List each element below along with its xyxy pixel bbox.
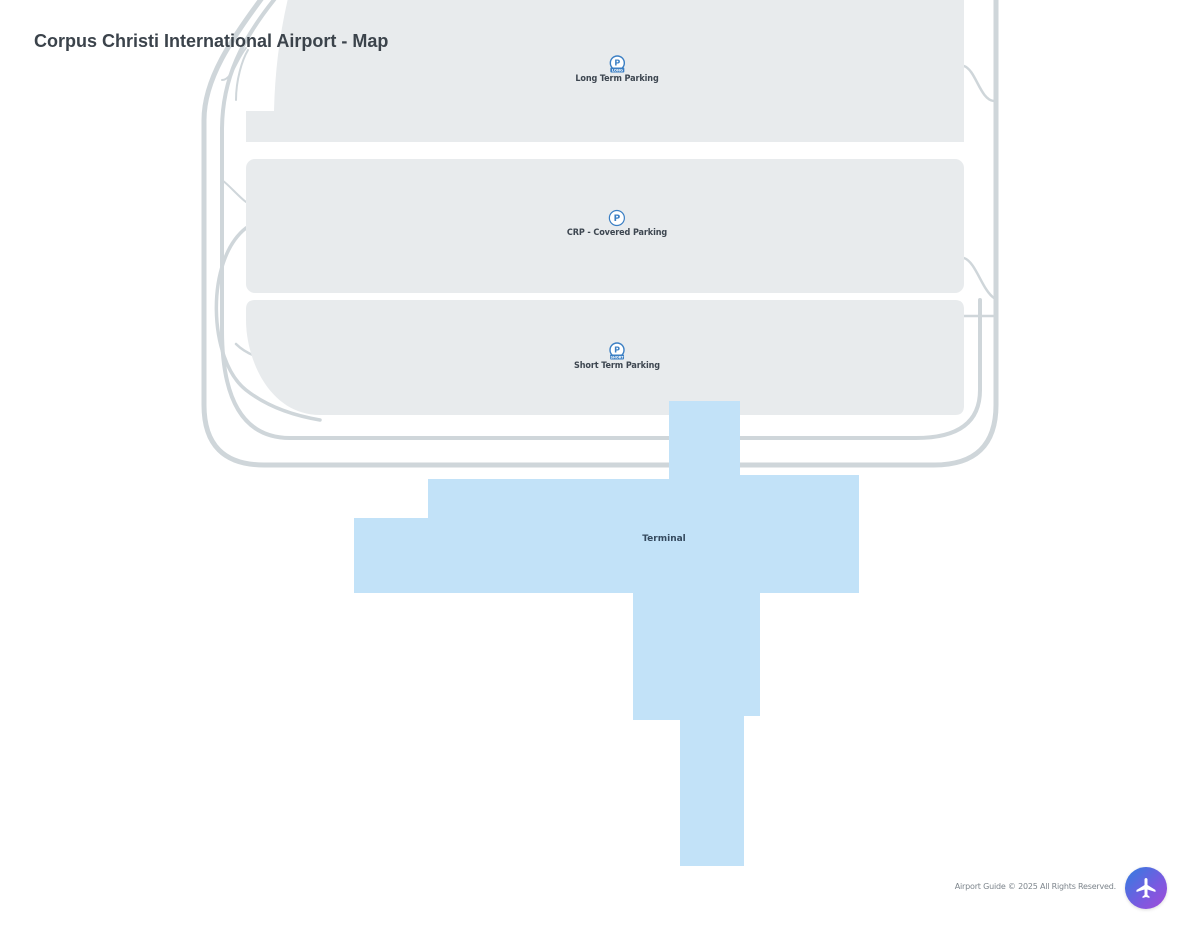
svg-text:SHORT: SHORT — [611, 356, 625, 360]
poi-label: Short Term Parking — [574, 361, 660, 371]
poi-label: CRP - Covered Parking — [566, 228, 668, 238]
poi-covered-parking[interactable]: P CRP - Covered Parking — [567, 209, 667, 238]
road-inner-loop — [220, 0, 982, 440]
page-title: Corpus Christi International Airport - M… — [34, 31, 389, 51]
parking-lot-covered[interactable] — [246, 159, 964, 293]
terminal-label[interactable]: Terminal — [642, 534, 686, 544]
poi-short-term-parking[interactable]: P SHORT Short Term Parking — [574, 342, 660, 371]
road-outer-loop — [201, 0, 999, 468]
parking-lot-long-term[interactable] — [246, 0, 964, 142]
parking-lots — [246, 0, 964, 415]
road-left-arc-top — [235, 49, 249, 101]
terminal-building[interactable] — [354, 401, 859, 866]
terminal-concourse — [633, 593, 760, 866]
parking-short-icon: P SHORT — [609, 342, 625, 360]
road-left-ramp-c — [221, 179, 247, 203]
airport-guide-button[interactable] — [1125, 867, 1167, 909]
poi-label: Long Term Parking — [575, 74, 659, 84]
road-network — [201, 0, 999, 468]
svg-text:P: P — [614, 59, 620, 68]
road-left-sweep — [214, 226, 322, 422]
road-right-connector-b — [962, 256, 996, 300]
terminal-gate-connector — [669, 401, 740, 481]
svg-text:P: P — [614, 214, 621, 224]
parking-long-icon: P LONG — [609, 55, 625, 73]
parking-icon: P — [608, 209, 626, 227]
road-left-ramp-b — [221, 47, 247, 81]
road-right-connector-a — [962, 64, 996, 103]
svg-text:P: P — [614, 346, 620, 355]
copyright-text: Airport Guide © 2025 All Rights Reserved… — [954, 882, 1116, 891]
svg-text:LONG: LONG — [611, 69, 622, 73]
parking-lot-short-term[interactable] — [246, 300, 964, 415]
poi-long-term-parking[interactable]: P LONG Long Term Parking — [575, 55, 659, 84]
airplane-icon — [1136, 878, 1156, 898]
terminal-main-hall — [354, 475, 859, 593]
